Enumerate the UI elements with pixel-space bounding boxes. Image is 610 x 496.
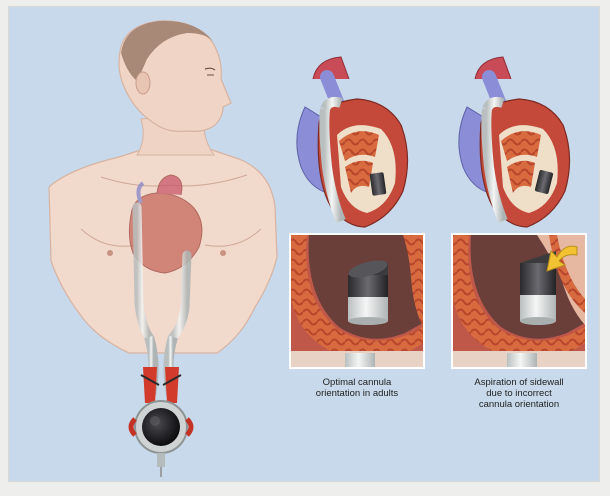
illustration-frame: Optimal cannula orientation in adults As… (8, 6, 600, 482)
heart-icon-incorrect (458, 56, 571, 228)
caption-incorrect: Aspiration of sidewall due to incorrect … (454, 377, 584, 410)
caption-incorrect-line-2: due to incorrect (486, 388, 552, 399)
caption-incorrect-line-1: Aspiration of sidewall (474, 377, 564, 388)
caption-optimal-line-1: Optimal cannula (322, 377, 392, 388)
caption-optimal-line-2: orientation in adults (315, 388, 399, 399)
cannula-tip-icon (348, 260, 388, 325)
detail-panel-optimal (289, 233, 425, 369)
pump-icon (128, 335, 194, 477)
body-cannulas (132, 202, 192, 342)
detail-panel-incorrect (451, 233, 587, 369)
illustration-canvas (48, 20, 587, 477)
caption-optimal: Optimal cannula orientation in adults (292, 377, 422, 399)
arrow-icon (546, 245, 578, 272)
caption-incorrect-line-3: cannula orientation (478, 399, 560, 410)
cannula-tip-icon-tilted (520, 251, 556, 325)
heart-icon (296, 56, 409, 228)
